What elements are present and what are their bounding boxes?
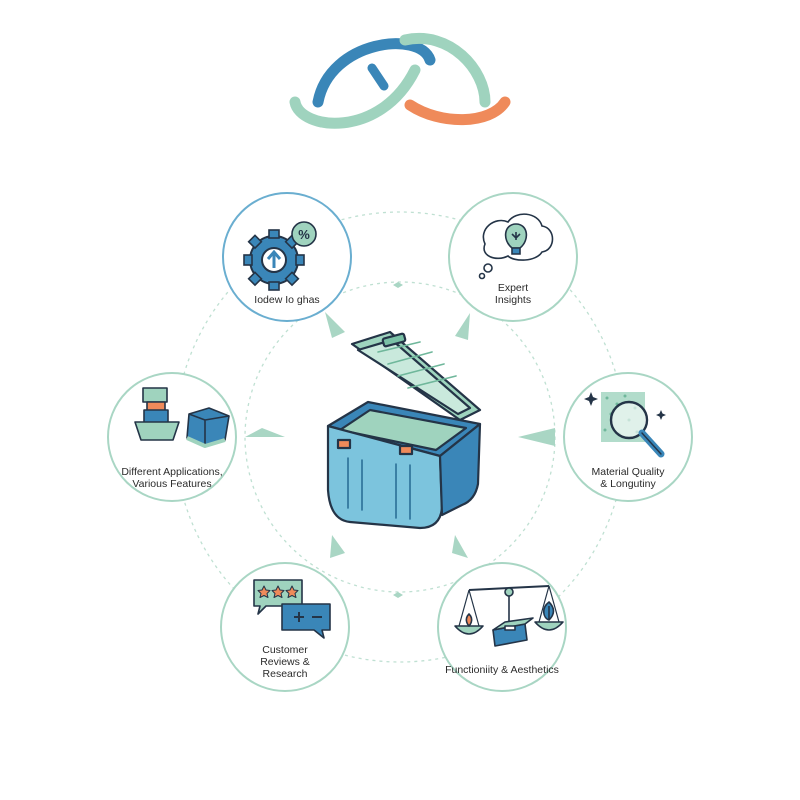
node-label: Customer Reviews & Research	[222, 644, 348, 680]
node-label: Iodew Io ghas	[224, 294, 350, 306]
svg-text:%: %	[298, 227, 310, 242]
storage-bin-icon	[326, 330, 482, 530]
node-label-line: Functioniity & Aesthetics	[445, 664, 559, 676]
logo-icon	[289, 33, 511, 129]
node-label: Material Quality & Longutiny	[565, 466, 691, 490]
node-label-line: Material Quality	[591, 466, 665, 478]
node-label: Different Applications, Various Features	[109, 466, 235, 490]
node-label-line: Reviews &	[260, 656, 310, 668]
node-label-line: Customer	[262, 644, 308, 656]
connector-arrows	[245, 312, 555, 558]
node-label-line: & Longutiny	[600, 478, 656, 490]
balance-scale-icon	[454, 585, 564, 647]
node-label-line: Research	[262, 668, 308, 680]
review-chat-icon	[253, 579, 331, 639]
node-top-left: % Iodew Io ghas	[222, 192, 352, 322]
node-label: Functioniity & Aesthetics	[439, 664, 565, 676]
node-label-line: Expert	[497, 282, 529, 294]
node-label-line: Insights	[494, 294, 532, 306]
blocks-icon	[134, 387, 230, 448]
gear-percent-icon: %	[243, 221, 317, 291]
node-label: Expert Insights	[450, 282, 576, 306]
node-label-line: Different Applications,	[121, 466, 223, 478]
node-label-line: Iodew Io ghas	[254, 294, 320, 306]
node-mid-right: Material Quality & Longutiny	[563, 372, 693, 502]
node-mid-left: Different Applications, Various Features	[107, 372, 237, 502]
node-top-right: Expert Insights	[448, 192, 578, 322]
node-bottom-left: Customer Reviews & Research	[220, 562, 350, 692]
node-label-line: Various Features	[132, 478, 212, 490]
magnifier-texture-icon	[584, 392, 666, 458]
node-bottom-right: Functioniity & Aesthetics	[437, 562, 567, 692]
lightbulb-thought-icon	[478, 213, 554, 280]
